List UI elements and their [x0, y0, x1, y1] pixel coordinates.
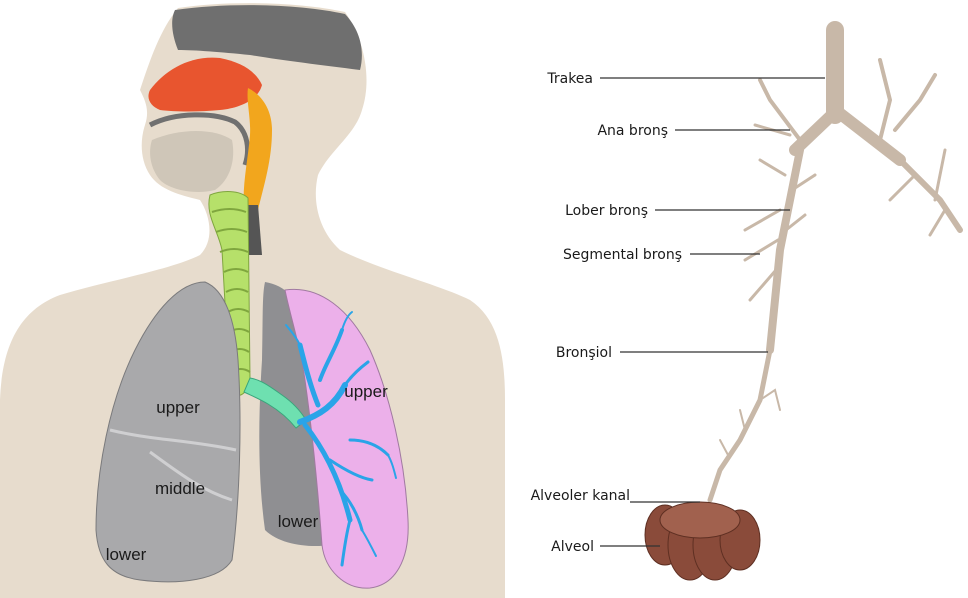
airway-branches	[710, 30, 960, 500]
bronchiole-label: Bronşiol	[556, 345, 612, 361]
left-lower-lobe-label: lower	[278, 512, 319, 531]
trachea-label: Trakea	[546, 71, 593, 87]
right-lower-lobe-label: lower	[106, 545, 147, 564]
segmental-bronchus-label: Segmental bronş	[563, 247, 682, 263]
right-upper-lobe-label: upper	[156, 398, 200, 417]
left-upper-lobe-label: upper	[344, 382, 388, 401]
bronchial-tree-diagram: Trakea Ana bronş Lober bronş Segmental b…	[531, 30, 960, 580]
torso-illustration: upper middle lower upper lower	[0, 3, 505, 598]
alveolus-label: Alveol	[551, 539, 594, 555]
main-bronchus-label: Ana bronş	[597, 123, 668, 139]
alveolar-duct-label: Alveoler kanal	[531, 488, 630, 504]
alveolus-cluster	[645, 502, 760, 580]
lobar-bronchus-label: Lober bronş	[565, 203, 648, 219]
right-middle-lobe-label: middle	[155, 479, 205, 498]
